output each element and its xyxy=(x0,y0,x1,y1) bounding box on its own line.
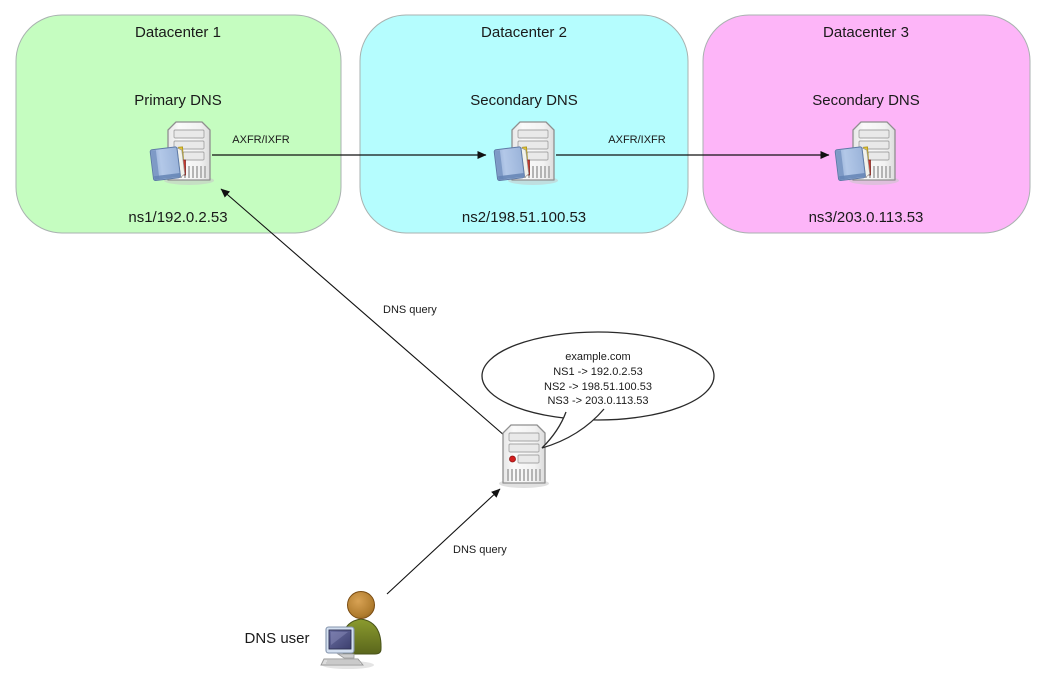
datacenter-1-role-label: Primary DNS xyxy=(134,92,222,109)
datacenter-3-group: Datacenter 3 Secondary DNS ns3/203.0.113… xyxy=(702,14,1031,234)
resolver-server-icon xyxy=(498,424,550,489)
person-at-computer-icon xyxy=(320,590,382,670)
datacenter-2-group: Datacenter 2 Secondary DNS ns2/198.51.10… xyxy=(359,14,689,234)
axfr-label-1: AXFR/IXFR xyxy=(232,134,290,146)
datacenter-2-role-label: Secondary DNS xyxy=(470,92,578,109)
dns-user-label: DNS user xyxy=(244,630,309,647)
dns-user-group: DNS user xyxy=(244,590,382,670)
zone-book-icon xyxy=(493,145,530,182)
datacenter-1-address: ns1/192.0.2.53 xyxy=(128,209,227,226)
zone-book-icon xyxy=(834,145,871,182)
dns-query-arrow-resolver-to-primary xyxy=(220,188,506,437)
zone-book-icon xyxy=(149,145,186,182)
dns-query-arrow-user-to-resolver xyxy=(386,488,501,595)
response-speech-bubble: example.com NS1 -> 192.0.2.53 NS2 -> 198… xyxy=(481,331,715,449)
datacenter-1-group: Datacenter 1 Primary DNS ns1/192.0.2.53 xyxy=(15,14,342,234)
dns-user-icon xyxy=(320,590,382,670)
datacenter-1-title: Datacenter 1 xyxy=(135,24,221,41)
speech-bubble-tail xyxy=(541,408,605,449)
datacenter-3-role-label: Secondary DNS xyxy=(812,92,920,109)
bubble-line-ns2: NS2 -> 198.51.100.53 xyxy=(544,381,652,393)
datacenter-2-address: ns2/198.51.100.53 xyxy=(462,209,586,226)
bubble-line-ns3: NS3 -> 203.0.113.53 xyxy=(547,395,648,407)
datacenter-2-title: Datacenter 2 xyxy=(481,24,567,41)
axfr-label-2: AXFR/IXFR xyxy=(608,134,666,146)
dns-query-label-1: DNS query xyxy=(383,304,437,316)
bubble-line-ns1: NS1 -> 192.0.2.53 xyxy=(553,366,643,378)
speech-bubble-body xyxy=(481,331,715,421)
datacenter-3-address: ns3/203.0.113.53 xyxy=(809,209,924,226)
dns-query-label-2: DNS query xyxy=(453,544,507,556)
datacenter-3-title: Datacenter 3 xyxy=(823,24,909,41)
server-tower-icon xyxy=(498,424,550,489)
bubble-line-domain: example.com xyxy=(565,351,630,363)
